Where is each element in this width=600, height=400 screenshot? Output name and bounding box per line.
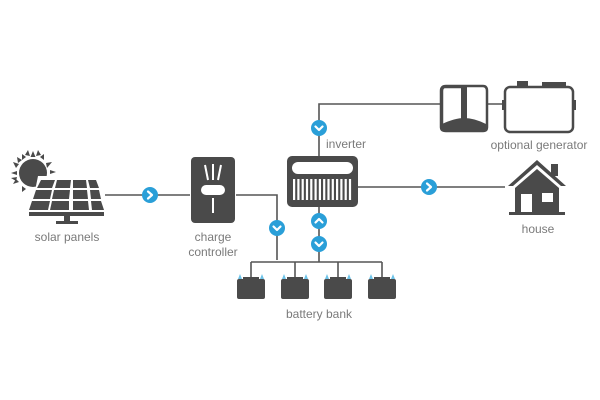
battery-bank-label: battery bank (286, 307, 353, 321)
charge-controller-icon (191, 157, 235, 223)
flow-badge-batteries-to-inverter (311, 213, 327, 229)
inverter-vent-bar (348, 179, 352, 200)
flow-badge-inverter-to-house (421, 179, 437, 195)
battery-icon (237, 274, 265, 299)
flow-badge-generator-to-inverter (311, 120, 327, 136)
inverter-vent-bar (301, 179, 304, 200)
inverter-vent-bar (305, 179, 309, 200)
inverter-vent-bar (327, 179, 330, 200)
solar-panel-icon (11, 150, 104, 224)
chevron-down-icon (272, 225, 282, 232)
inverter-vent-bar (323, 179, 326, 200)
battery-terminal (325, 274, 329, 279)
house-icon (508, 160, 566, 215)
battery-terminal (260, 274, 264, 279)
battery-terminal (238, 274, 242, 279)
chevron-down-icon (314, 241, 324, 248)
house-label: house (522, 222, 555, 236)
inverter-vent-bar (331, 179, 334, 200)
chevron-down-icon (314, 125, 324, 132)
inverter-vent-bar (314, 179, 317, 200)
battery-terminal (369, 274, 373, 279)
inverter-icon (287, 156, 358, 207)
chevron-right-icon (146, 190, 154, 200)
inverter-vent-bar (297, 179, 300, 200)
flow-badge-solar-to-controller (142, 187, 158, 203)
generator-icon (439, 81, 576, 134)
charge-controller-label-line2: controller (188, 245, 237, 259)
battery-terminal (282, 274, 286, 279)
battery-icon (324, 274, 352, 299)
chevron-up-icon (314, 217, 324, 224)
battery-terminal (391, 274, 395, 279)
inverter-vent-bar (310, 179, 313, 200)
battery-terminal (304, 274, 308, 279)
connectors (105, 103, 505, 277)
inverter-vent-bar (293, 179, 296, 200)
inverter-vent-bar (336, 179, 339, 200)
flow-badge-controller-to-batteries (269, 220, 285, 236)
inverter-vent-bar (340, 179, 343, 200)
flow-badge-inverter-to-batteries (311, 236, 327, 252)
wire-controller-to-batteries (236, 194, 278, 260)
chevron-right-icon (425, 182, 433, 192)
inverter-vent-bar (344, 179, 347, 200)
charge-controller-label-line1: charge (195, 230, 232, 244)
battery-bank (237, 274, 396, 299)
solar-panels-label: solar panels (35, 230, 100, 244)
optional-generator-label: optional generator (491, 138, 588, 152)
battery-terminal (347, 274, 351, 279)
inverter-vent-bar (318, 179, 321, 200)
battery-icon (368, 274, 396, 299)
inverter-label: inverter (326, 137, 366, 151)
wire-generator-to-inverter (318, 103, 441, 156)
battery-icon (281, 274, 309, 299)
